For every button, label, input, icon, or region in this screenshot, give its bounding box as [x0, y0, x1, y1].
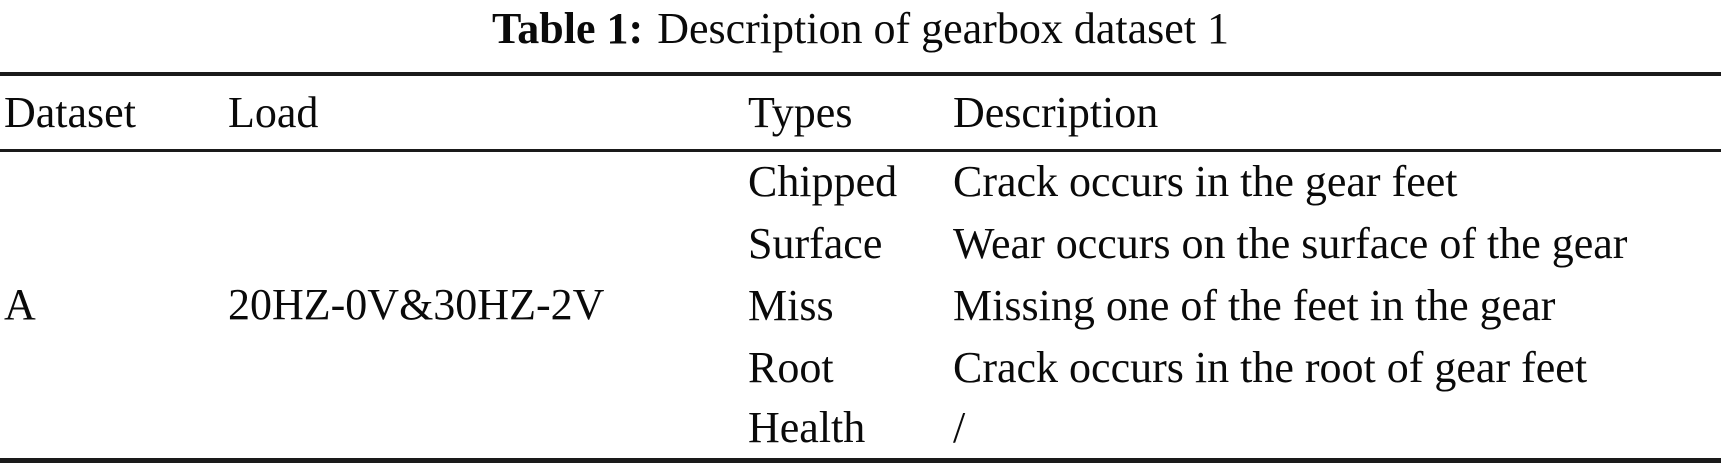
type-cell: Miss [748, 280, 834, 330]
table-row: Root Crack occurs in the root of gear fe… [0, 336, 1721, 398]
table-row: A 20HZ-0V&30HZ-2V Chipped Crack occurs i… [0, 150, 1721, 329]
load-cell: 20HZ-0V&30HZ-2V [228, 280, 605, 329]
type-cell: Root [748, 342, 834, 392]
column-header-types: Types [748, 87, 853, 137]
column-header-dataset: Dataset [4, 87, 136, 137]
description-cell: / [953, 403, 966, 453]
table-caption-text: Description of gearbox dataset 1 [657, 4, 1229, 53]
description-cell: Crack occurs in the root of gear feet [953, 342, 1588, 392]
column-header-load: Load [228, 87, 319, 137]
description-cell: Missing one of the feet in the gear [953, 280, 1556, 330]
table-header-row: Dataset Load Types Description [0, 74, 1721, 150]
table-row: Surface Wear occurs on the surface of th… [0, 212, 1721, 274]
table-caption: Table 1: Description of gearbox dataset 1 [0, 0, 1721, 72]
description-cell: Crack occurs in the gear feet [953, 157, 1458, 207]
table-row: Health / [0, 398, 1721, 460]
table-row: Miss Missing one of the feet in the gear [0, 274, 1721, 336]
type-cell: Chipped [748, 157, 898, 207]
column-header-description: Description [953, 87, 1159, 137]
type-cell: Surface [748, 218, 883, 268]
table-caption-label: Table 1: [492, 4, 644, 53]
dataset-cell: A [4, 280, 36, 329]
type-cell: Health [748, 403, 866, 453]
description-cell: Wear occurs on the surface of the gear [953, 218, 1628, 268]
gearbox-dataset-table: Dataset Load Types Description A 20HZ-0V… [0, 72, 1721, 463]
